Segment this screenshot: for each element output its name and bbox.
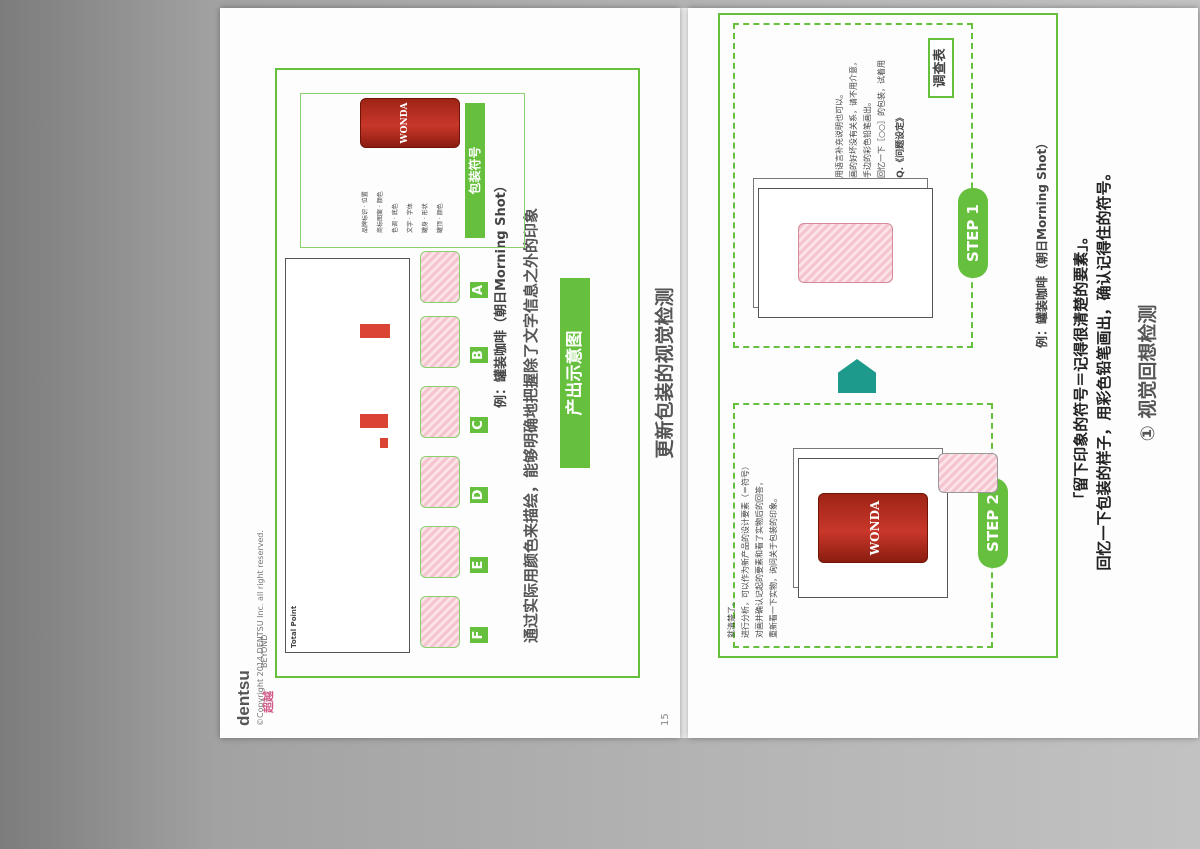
variant-label-f: F [470,627,488,643]
variant-a-image [420,251,460,303]
page-title: ① 视觉回想检测 [1137,304,1159,442]
symbol-note-5: 罐身 · 形状 [422,203,429,233]
can-logo: WONDA [400,102,410,144]
question-line-3: 画的好坏没有关系，请不用介意， [849,58,858,178]
section-title: 更新包装的视觉检测 [654,287,676,459]
variant-label-c: C [470,417,488,433]
variant-b-image [420,316,460,368]
score-bar-c [360,414,388,428]
score-bar-c2 [380,438,388,448]
variant-label-d: D [470,487,488,503]
intro-line-1: 回忆一下包装的样子，用彩色铅笔画出，确认记得住的符号。 [1095,165,1113,571]
variant-label-a: A [470,282,488,298]
score-bar-a [360,324,390,338]
page-number: 15 [660,713,671,726]
step2-line-4: 就清楚了。 [727,598,736,638]
variant-e-image [420,526,460,578]
open-booklet: dentsu ©Copyright 2014 DENTSU Inc. all r… [220,8,1200,738]
variant-c-image [420,386,460,438]
symbol-note-1: 品牌标识 · 位置 [362,191,369,233]
question-line-4: 用语言补充说明也可以。 [835,90,844,178]
photo-can-logo: WONDA [868,500,882,556]
step1-tag: STEP 1 [958,188,988,278]
variant-label-e: E [470,557,488,573]
question-label: Q.《问题设定》 [896,112,906,178]
beyond-logo: 超越 [262,691,275,713]
symbol-note-6: 罐顶 · 颜色 [437,203,444,233]
step2-line-2: 对画并确认记起的要素和看了实物后的回答， [755,478,764,638]
symbol-note-2: 商标图案 · 颜色 [377,191,384,233]
example-caption-right: 例：罐装咖啡（朝日Morning Shot） [1035,136,1049,348]
beyond-word: BEYOND [260,634,269,668]
question-line-2: 手边的彩色铅笔画出。 [863,98,872,178]
symbol-note-3: 色调 · 底色 [392,203,399,233]
variant-d-image [420,456,460,508]
left-page: dentsu ©Copyright 2014 DENTSU Inc. all r… [220,8,680,738]
sketch-thumbnail [938,453,998,493]
question-line-1: 回忆一下［○○］的包装，试着用 [877,60,886,178]
variant-f-image [420,596,460,648]
symbol-note-4: 文字 · 字体 [407,203,414,233]
score-table [285,258,410,653]
variant-label-b: B [470,347,488,363]
total-point-label: Total Point [290,605,298,648]
output-example-tag: 产出示意图 [560,278,590,468]
symbol-tag: 包装符号 [465,103,485,238]
survey-tag: 调查表 [928,38,954,98]
right-page: ① 视觉回想检测 回忆一下包装的样子，用彩色铅笔画出，确认记得住的符号。 「留下… [688,8,1198,738]
step2-line-3: 进行分析，可以作为新产品的设计要素（＝符号） [741,462,750,638]
step2-line-1: 重新看一下实物，询问关于包装的印象。 [769,494,778,638]
intro-line-2: 「留下印象的符号＝记得很清楚的要素」。 [1072,229,1090,507]
dentsu-logo: dentsu [234,670,253,726]
sketch-can [798,223,893,283]
